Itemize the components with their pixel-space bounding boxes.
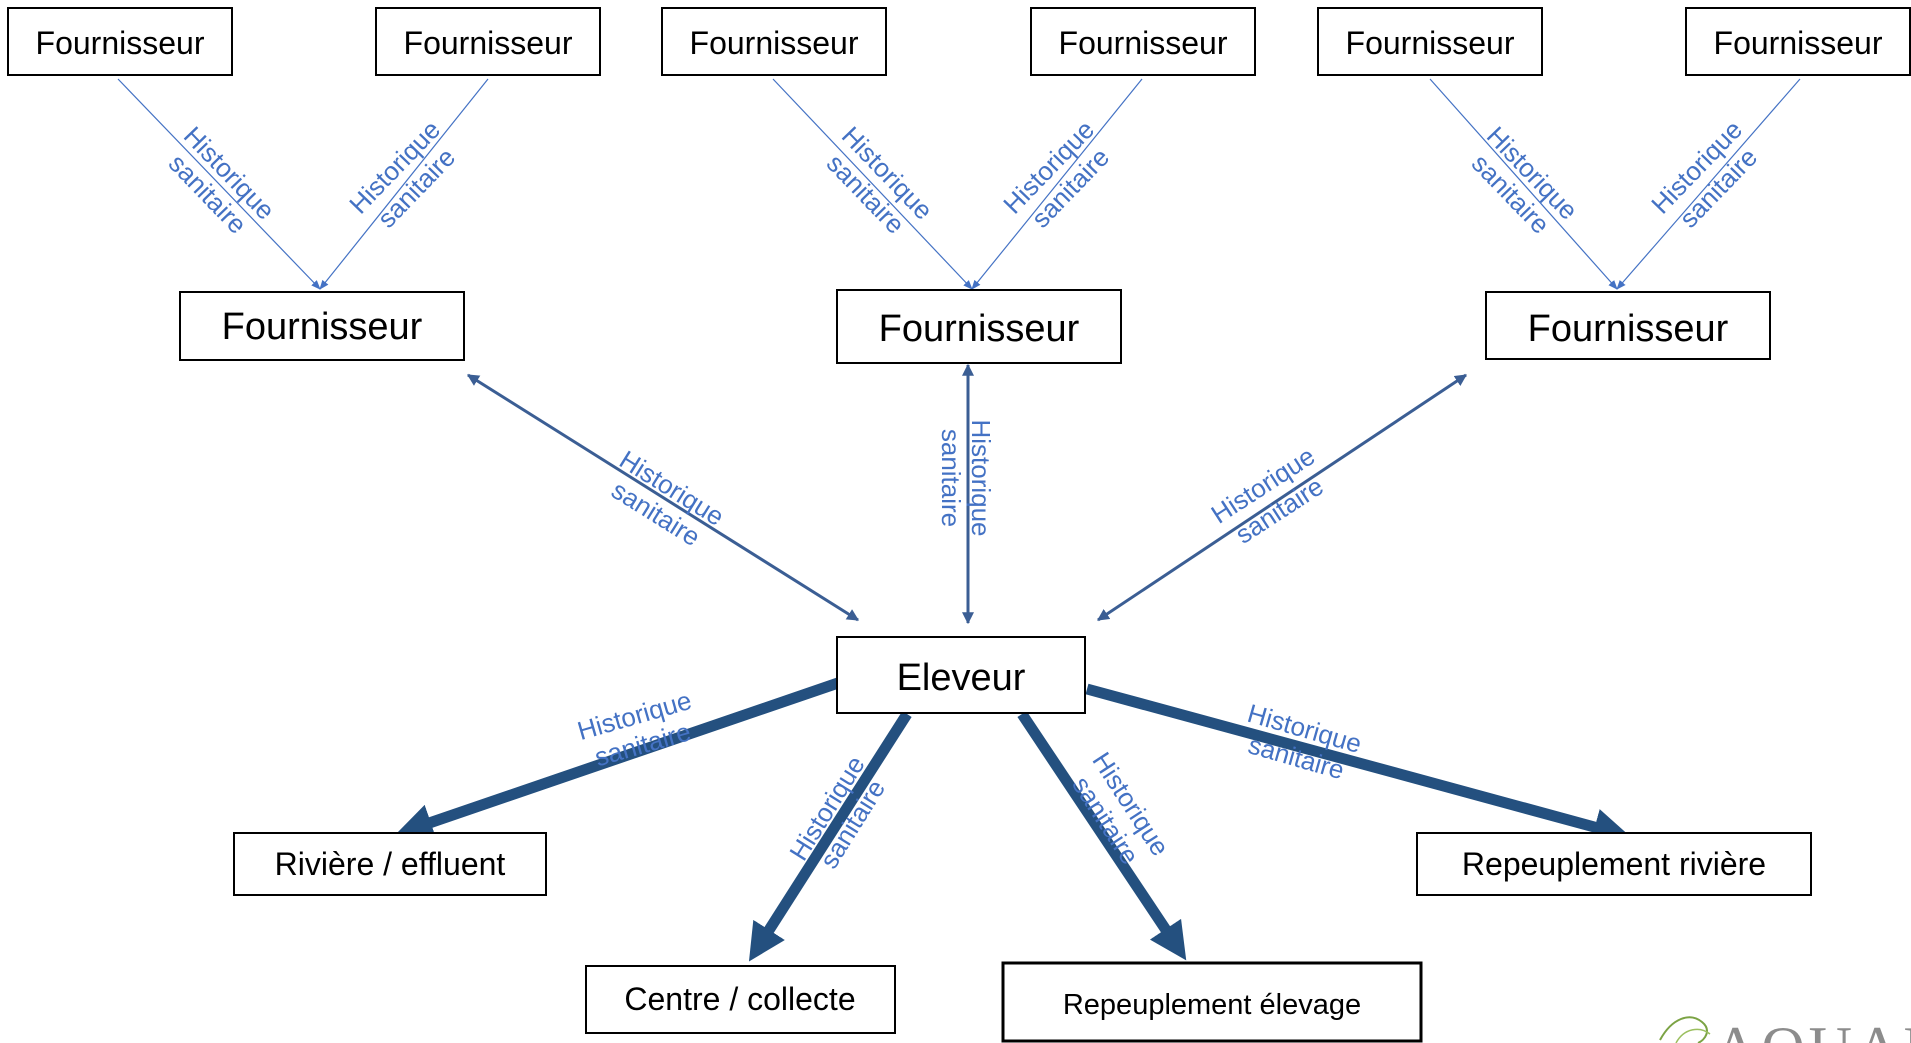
edge-top3-to-mid-center <box>772 78 973 290</box>
edge-breeder-to-center-collection <box>748 711 912 962</box>
edge-top6-to-mid-right <box>1616 78 1801 290</box>
node-top-supplier-3: Fournisseur <box>661 7 887 76</box>
edge-top4-to-mid-center <box>971 78 1143 290</box>
edge-label-top4: Historique sanitaire <box>997 114 1115 233</box>
edge-top2-to-mid-left <box>319 78 489 290</box>
node-top-supplier-5: Fournisseur <box>1317 7 1543 76</box>
svg-text:Fournisseur: Fournisseur <box>404 25 573 61</box>
edge-label-mid-left: Historique sanitaire <box>606 444 729 552</box>
edge-breeder-to-restocking-breeding <box>1017 710 1187 961</box>
logo-swirl-icon <box>1659 1016 1708 1043</box>
node-river-effluent: Rivière / effluent <box>233 832 547 896</box>
svg-text:Fournisseur: Fournisseur <box>36 25 205 61</box>
node-mid-supplier-center: Fournisseur <box>836 289 1122 364</box>
svg-text:Centre / collecte: Centre / collecte <box>624 981 855 1017</box>
svg-text:sanitaire: sanitaire <box>936 429 966 527</box>
svg-text:Fournisseur: Fournisseur <box>1528 308 1729 350</box>
svg-text:Fournisseur: Fournisseur <box>879 308 1080 350</box>
svg-text:Repeuplement élevage: Repeuplement élevage <box>1063 989 1361 1021</box>
svg-text:Fournisseur: Fournisseur <box>1714 25 1883 61</box>
svg-text:Fournisseur: Fournisseur <box>222 306 423 348</box>
node-restocking-breeding: Repeuplement élevage <box>1001 961 1423 1043</box>
node-top-supplier-6: Fournisseur <box>1685 7 1911 76</box>
edge-label-mid-right: Historique sanitaire <box>1206 441 1329 550</box>
edge-label-top2: Historique sanitaire <box>343 114 461 233</box>
edge-label-top6: Historique sanitaire <box>1645 114 1763 233</box>
node-center-collection: Centre / collecte <box>585 965 896 1034</box>
svg-text:Rivière / effluent: Rivière / effluent <box>275 846 506 882</box>
edge-breeder-to-river-effluent <box>395 677 840 841</box>
edge-label-restocking-breeding: Historique sanitaire <box>1066 747 1175 870</box>
edge-top5-to-mid-right <box>1429 78 1618 290</box>
edge-label-top5: Historique sanitaire <box>1466 120 1584 239</box>
edge-label-center-collection: Historique sanitaire <box>783 751 891 874</box>
edge-label-mid-center: Historique sanitaire <box>936 419 996 536</box>
edge-label-top1: Historique sanitaire <box>163 120 281 239</box>
svg-text:Fournisseur: Fournisseur <box>1346 25 1515 61</box>
svg-text:Fournisseur: Fournisseur <box>1059 25 1228 61</box>
node-top-supplier-4: Fournisseur <box>1030 7 1256 76</box>
aquarea-logo: AQUAREA <box>1659 1015 1911 1043</box>
edge-mid-right-breeder <box>1097 373 1467 622</box>
node-mid-supplier-left: Fournisseur <box>179 291 465 361</box>
edge-breeder-to-restocking-river <box>1085 683 1631 846</box>
node-top-supplier-2: Fournisseur <box>375 7 601 76</box>
node-breeder: Eleveur <box>836 636 1086 714</box>
edge-label-top3: Historique sanitaire <box>821 120 939 239</box>
node-restocking-river: Repeuplement rivière <box>1416 832 1812 896</box>
edge-mid-left-breeder <box>466 373 860 622</box>
node-top-supplier-1: Fournisseur <box>7 7 233 76</box>
svg-text:Eleveur: Eleveur <box>897 657 1026 699</box>
svg-text:Fournisseur: Fournisseur <box>690 25 859 61</box>
node-mid-supplier-right: Fournisseur <box>1485 291 1771 360</box>
edge-top1-to-mid-left <box>117 78 321 290</box>
svg-text:Repeuplement rivière: Repeuplement rivière <box>1462 846 1766 882</box>
svg-text:AQUAREA: AQUAREA <box>1714 1015 1911 1043</box>
svg-text:Historique: Historique <box>966 419 996 536</box>
edge-label-restocking-river: Historique sanitaire <box>1244 698 1365 785</box>
